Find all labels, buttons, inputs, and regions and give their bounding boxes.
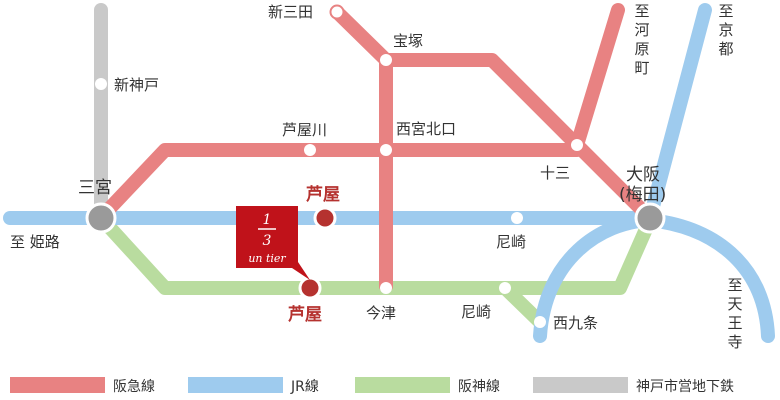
label-shin-sanda: 新三田 (268, 3, 313, 21)
label-amagasaki-jr: 尼崎 (496, 233, 526, 251)
legend-swatch-0 (10, 377, 105, 393)
legend-swatch-1 (188, 377, 283, 393)
legend: 阪急線 JR線 阪神線 神戸市営地下鉄 (10, 377, 734, 395)
badge-numerator: 1 (263, 212, 272, 228)
label-nishinomiya-kitaguchi: 西宮北口 (396, 120, 456, 138)
station-dot-shin-kobe (95, 78, 107, 90)
badge-tagline: un tier (248, 252, 286, 265)
label-nishikujo: 西九条 (553, 314, 598, 332)
station-dot-nishinomiya-kitaguchi (380, 144, 392, 156)
direction-char-kawaramachi-1: 河 (634, 21, 649, 39)
direction-kyoto: 至京都 (718, 2, 733, 58)
ashiya-jr-marker (313, 206, 337, 230)
label-ashiya-jr: 芦屋 (306, 184, 340, 205)
station-dot-takarazuka (380, 54, 392, 66)
station-dot-amagasaki-hanshin (499, 282, 511, 294)
label-shin-kobe: 新神戸 (114, 76, 159, 94)
legend-swatch-2 (355, 377, 450, 393)
direction-char-kawaramachi-0: 至 (634, 2, 649, 20)
station-dot-amagasaki-jr (511, 212, 523, 224)
badge-denominator: 3 (263, 233, 272, 249)
hub-sannomiya (85, 202, 117, 234)
legend-label-0: 阪急線 (113, 379, 155, 395)
label-imazu: 今津 (366, 304, 396, 322)
label-ashiya-hanshin: 芦屋 (288, 304, 322, 325)
un-tier-badge: 1 3 un tier (236, 206, 310, 280)
station-dots (95, 4, 583, 328)
legend-swatch-3 (533, 377, 628, 393)
legend-label-1: JR線 (290, 379, 319, 395)
hankyu-line (103, 3, 651, 293)
station-dot-shin-sanda (329, 4, 345, 20)
direction-char-kawaramachi-2: 原 (634, 40, 649, 58)
direction-char-tennoji-1: 天 (727, 295, 742, 313)
station-dot-nishikujo (534, 316, 546, 328)
label-ashiyagawa: 芦屋川 (282, 121, 327, 139)
direction-char-kyoto-2: 都 (718, 40, 733, 58)
ashiya-hanshin-marker (298, 276, 322, 300)
direction-char-kyoto-0: 至 (718, 2, 733, 20)
direction-char-kyoto-1: 京 (718, 21, 733, 39)
label-amagasaki-hanshin: 尼崎 (461, 303, 491, 321)
label-osaka: 大阪 (626, 165, 660, 185)
hub-osaka (634, 202, 666, 234)
direction-char-tennoji-3: 寺 (727, 333, 742, 351)
label-juso: 十三 (540, 164, 570, 182)
station-dot-imazu (380, 282, 392, 294)
legend-label-3: 神戸市営地下鉄 (636, 378, 734, 395)
legend-label-2: 阪神線 (458, 379, 500, 395)
direction-char-kawaramachi-3: 町 (634, 59, 649, 77)
label-sannomiya: 三宮 (78, 178, 112, 198)
label-himeji: 至 姫路 (10, 233, 60, 251)
direction-char-tennoji-2: 王 (727, 314, 742, 332)
station-dot-juso (571, 139, 583, 151)
label-takarazuka: 宝塚 (393, 32, 423, 50)
station-dot-ashiyagawa (304, 144, 316, 156)
direction-char-tennoji-0: 至 (727, 276, 742, 294)
label-umeda: (梅田) (619, 185, 666, 205)
